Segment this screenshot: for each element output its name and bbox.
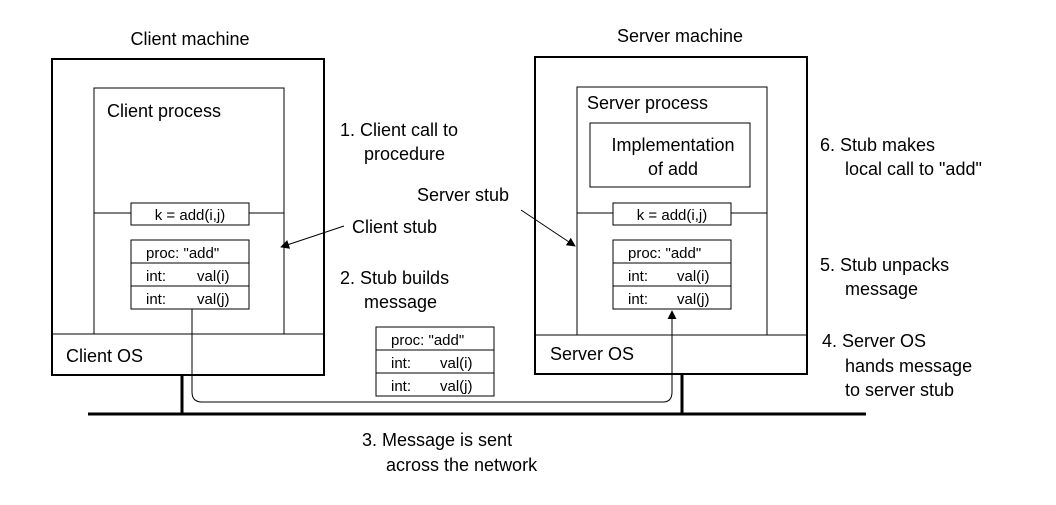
- server-table-frame: [612, 239, 732, 310]
- step-1-line-1: 1. Client call to: [340, 120, 458, 140]
- client-stub-label: Client stub: [352, 217, 437, 237]
- client-table-cell-value: val(i): [197, 268, 230, 285]
- server-stub-label: Server stub: [417, 185, 509, 205]
- step-6-line-2: local call to "add": [845, 159, 982, 179]
- server-message-table: proc: "add" int: val(i) int: val(j): [612, 239, 732, 310]
- transit-table-cell-value: val(i): [440, 355, 473, 372]
- implementation-box: [589, 122, 751, 188]
- step-4-line-3: to server stub: [845, 380, 954, 400]
- implementation-line-1: Implementation: [611, 135, 734, 155]
- server-process-label: Server process: [587, 93, 708, 113]
- step-5-line-1: 5. Stub unpacks: [820, 255, 949, 275]
- client-table-frame: [130, 239, 250, 310]
- server-table-cell-label: proc: "add": [628, 245, 701, 262]
- transit-table-frame: [375, 326, 495, 397]
- transit-message-table: proc: "add" int: val(i) int: val(j): [375, 326, 495, 397]
- client-os-label: Client OS: [66, 346, 143, 366]
- step-4-line-1: 4. Server OS: [822, 331, 926, 351]
- server-table-cell-value: val(j): [677, 291, 710, 308]
- server-stub-arrow: [520, 209, 576, 247]
- client-table-cell-value: val(j): [197, 291, 230, 308]
- step-3-line-1: 3. Message is sent: [362, 430, 512, 450]
- server-machine-title: Server machine: [617, 26, 743, 46]
- client-machine-title: Client machine: [130, 29, 249, 49]
- step-5-line-2: message: [845, 279, 918, 299]
- client-table-cell-label: int:: [146, 291, 166, 308]
- server-table-cell-value: val(i): [677, 268, 710, 285]
- implementation-line-2: of add: [648, 159, 698, 179]
- step-2-line-1: 2. Stub builds: [340, 268, 449, 288]
- step-4-line-2: hands message: [845, 356, 972, 376]
- transit-table-cell-label: proc: "add": [391, 332, 464, 349]
- step-1-line-2: procedure: [364, 144, 445, 164]
- client-machine-box: [51, 58, 325, 376]
- server-table-cell-label: int:: [628, 268, 648, 285]
- client-table-cell-label: proc: "add": [146, 245, 219, 262]
- step-6-line-1: 6. Stub makes: [820, 135, 935, 155]
- client-process-label: Client process: [107, 101, 221, 121]
- client-call-box: [130, 202, 250, 226]
- client-call-text: k = add(i,j): [155, 207, 225, 224]
- client-message-table: proc: "add" int: val(i) int: val(j): [130, 239, 250, 310]
- server-os-label: Server OS: [550, 344, 634, 364]
- message-path-arrow: [191, 309, 677, 403]
- server-table-cell-label: int:: [628, 291, 648, 308]
- server-call-box: [612, 202, 732, 226]
- step-2-line-2: message: [364, 292, 437, 312]
- client-stub-arrow: [280, 225, 345, 249]
- step-3-line-2: across the network: [386, 455, 538, 475]
- transit-table-cell-label: int:: [391, 378, 411, 395]
- server-call-text: k = add(i,j): [637, 207, 707, 224]
- server-machine-box: [534, 56, 808, 375]
- transit-table-cell-label: int:: [391, 355, 411, 372]
- client-table-cell-label: int:: [146, 268, 166, 285]
- transit-table-cell-value: val(j): [440, 378, 473, 395]
